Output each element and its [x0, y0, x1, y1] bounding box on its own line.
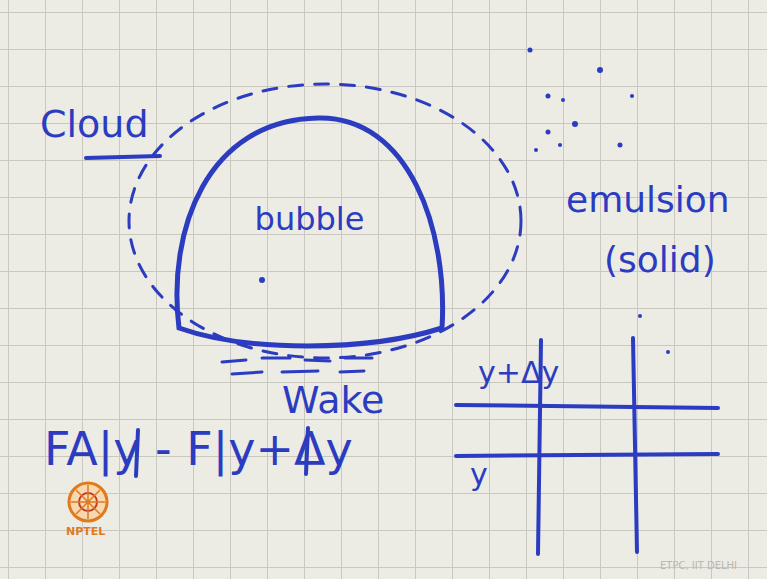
- board-label: (solid): [604, 240, 716, 280]
- cloud-region: Cloudbubble: [125, 80, 525, 362]
- board-label: y+Δy: [478, 356, 559, 389]
- board-label: FA|y - F|y+Δy: [44, 424, 353, 475]
- board-label: emulsion: [566, 180, 730, 220]
- logo-text: NPTEL: [66, 526, 105, 538]
- board-label: y: [470, 458, 488, 491]
- region-label: Cloud: [40, 104, 149, 146]
- grid-line: [456, 405, 718, 408]
- wake-dashes: [222, 358, 372, 374]
- bubble-shape: bubble: [167, 110, 452, 350]
- grid-line: [456, 454, 718, 456]
- watermark: ETPC, IIT DELHI: [660, 560, 737, 571]
- nptel-logo: [69, 483, 107, 521]
- shape-label: bubble: [255, 202, 365, 237]
- grid-line: [633, 338, 637, 552]
- underline: [86, 156, 160, 158]
- board-label: Wake: [282, 380, 384, 422]
